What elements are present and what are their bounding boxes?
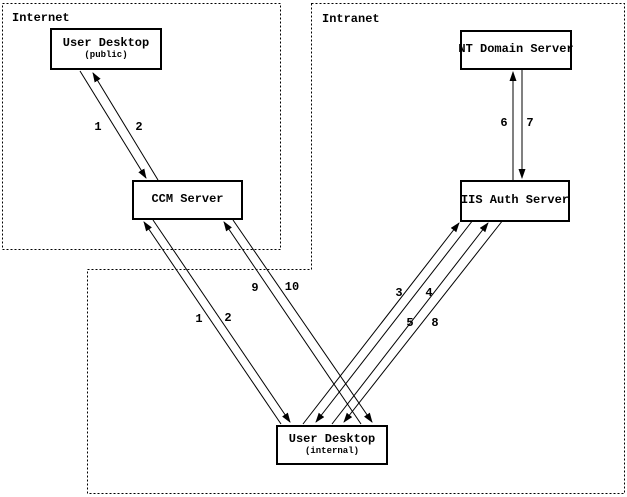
edge-label-4: 4 bbox=[425, 286, 433, 300]
node-user-desktop-internal-title: User Desktop bbox=[288, 432, 376, 447]
edge-label-2-public: 2 bbox=[135, 120, 143, 134]
arrow-2-ccm-to-public bbox=[92, 72, 159, 181]
arrow-8-iis-to-internal bbox=[343, 219, 504, 423]
edge-label-3: 3 bbox=[395, 286, 403, 300]
arrow-3-internal-to-iis bbox=[302, 222, 460, 425]
intranet-zone-border bbox=[87, 3, 625, 494]
edge-label-1-internal: 1 bbox=[195, 312, 203, 326]
edge-label-7: 7 bbox=[526, 116, 534, 130]
edge-label-1-public: 1 bbox=[94, 120, 102, 134]
edge-label-6: 6 bbox=[500, 116, 508, 130]
node-user-desktop-public-title: User Desktop bbox=[62, 36, 150, 51]
arrow-1-internal-to-ccm bbox=[143, 221, 282, 425]
node-nt-domain-server: NT Domain Server bbox=[458, 30, 574, 70]
intranet-zone-label: Intranet bbox=[322, 12, 380, 26]
edge-label-9: 9 bbox=[251, 281, 259, 295]
node-nt-domain-server-title: NT Domain Server bbox=[458, 42, 574, 57]
node-user-desktop-public: User Desktop (public) bbox=[50, 28, 162, 70]
edge-label-10: 10 bbox=[284, 280, 300, 294]
arrow-4-iis-to-internal bbox=[315, 219, 474, 423]
edge-label-5: 5 bbox=[406, 316, 414, 330]
arrow-2-ccm-to-internal bbox=[152, 219, 291, 423]
edge-label-2-internal: 2 bbox=[224, 311, 232, 325]
arrow-9-internal-to-ccm bbox=[223, 221, 362, 425]
node-ccm-server: CCM Server bbox=[132, 180, 243, 220]
arrow-10-ccm-to-internal bbox=[232, 219, 373, 423]
node-user-desktop-public-subtitle: (public) bbox=[84, 49, 128, 60]
internet-zone-border bbox=[2, 3, 281, 250]
arrow-1-public-to-ccm bbox=[79, 70, 147, 179]
node-iis-auth-server: IIS Auth Server bbox=[460, 180, 570, 222]
node-ccm-server-title: CCM Server bbox=[151, 192, 224, 207]
node-user-desktop-internal-subtitle: (internal) bbox=[304, 445, 359, 456]
edge-label-8: 8 bbox=[431, 316, 439, 330]
arrow-5-internal-to-iis bbox=[331, 222, 489, 425]
node-user-desktop-internal: User Desktop (internal) bbox=[276, 425, 388, 465]
internet-zone-label: Internet bbox=[12, 11, 70, 25]
node-iis-auth-server-title: IIS Auth Server bbox=[460, 193, 570, 208]
